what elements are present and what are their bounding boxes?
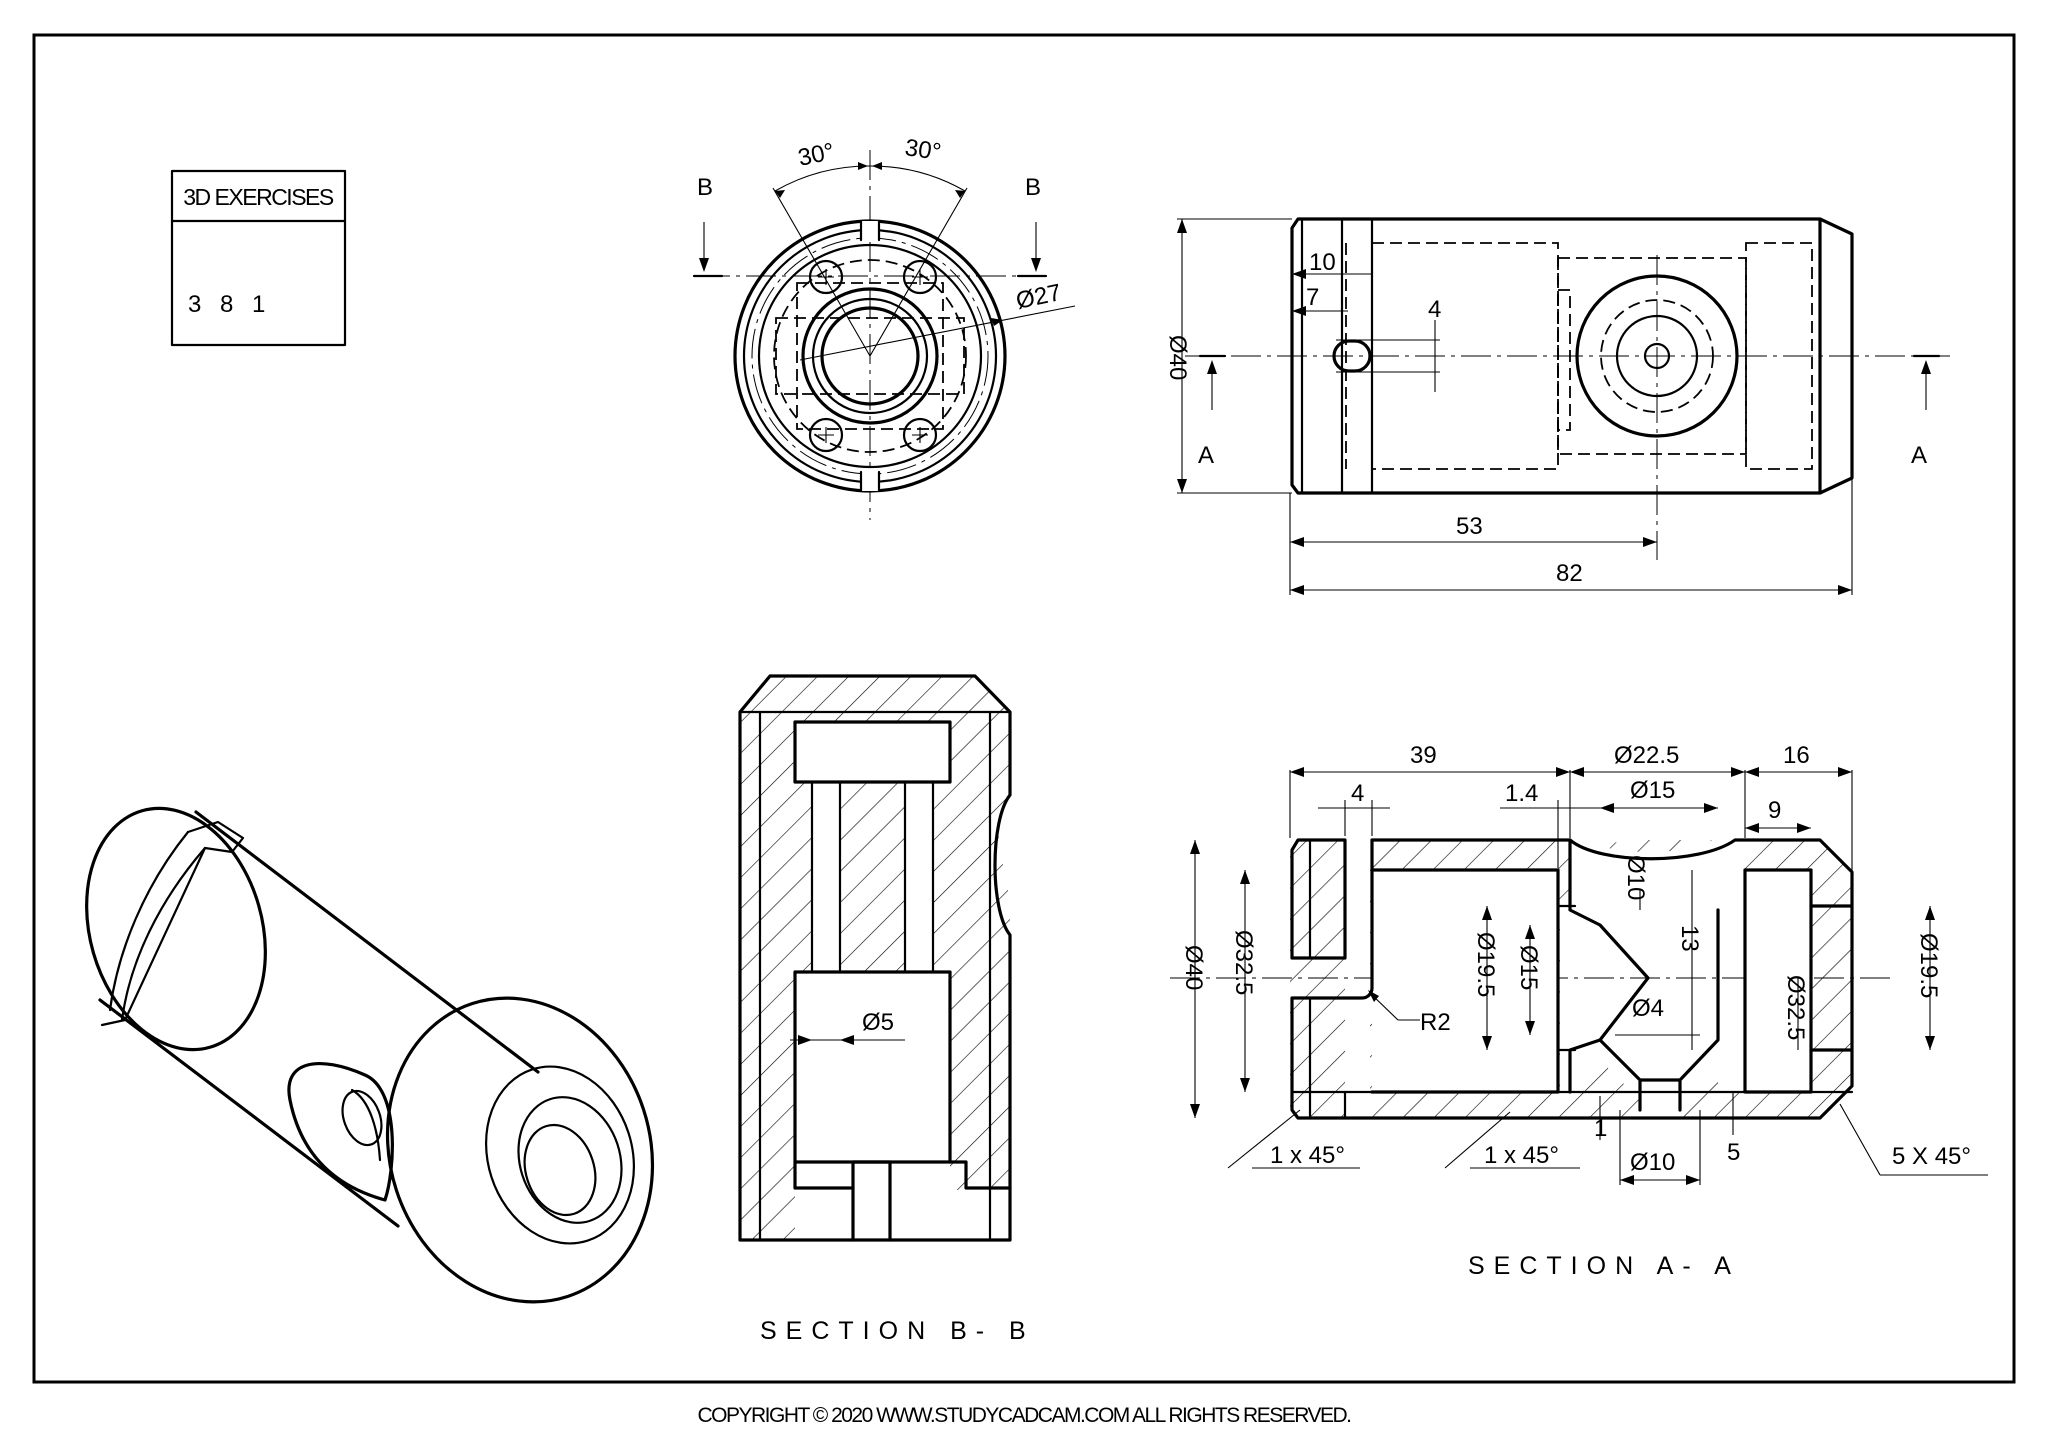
section-a-a: 39 Ø22.5 16 4 1.4 Ø15 9 Ø40 Ø32.5 Ø19.5 … xyxy=(1170,742,1988,1280)
section-b-b: Ø5 SECTION B- B xyxy=(738,674,1035,1345)
dim-dia15-top: Ø15 xyxy=(1630,777,1675,804)
dim-13: 13 xyxy=(1676,925,1703,952)
section-b-mark-right: B xyxy=(1025,174,1041,201)
side-view: 10 7 4 Ø40 53 82 A A xyxy=(1164,217,1950,595)
title-block-number: 3 8 1 xyxy=(188,291,271,318)
dim-1-4: 1.4 xyxy=(1505,780,1538,807)
dim-chamfer-3: 5 X 45° xyxy=(1892,1143,1971,1170)
dim-dia4: Ø4 xyxy=(1632,995,1664,1022)
dim-dia10-vertical: Ø10 xyxy=(1622,855,1649,900)
angle-right-label: 30° xyxy=(903,134,943,166)
copyright-footer: COPYRIGHT © 2020 WWW.STUDYCADCAM.COM ALL… xyxy=(697,1404,1350,1427)
dim-dia19-5-right: Ø19.5 xyxy=(1915,933,1942,998)
title-block-heading: 3D EXERCISES xyxy=(183,184,334,210)
section-a-mark-left: A xyxy=(1198,442,1214,469)
dim-dia5: Ø5 xyxy=(862,1009,894,1036)
dim-10-side: 10 xyxy=(1309,249,1336,276)
dim-chamfer-2: 1 x 45° xyxy=(1484,1142,1559,1169)
dim-39: 39 xyxy=(1410,742,1437,769)
front-view-holes xyxy=(808,259,938,453)
dim-dia40-side: Ø40 xyxy=(1164,335,1191,380)
front-end-view: 30° 30° Ø27 B B xyxy=(692,134,1076,520)
section-a-mark-right: A xyxy=(1911,442,1927,469)
section-a-a-caption: SECTION A- A xyxy=(1468,1252,1740,1280)
dim-1-bottom: 1 xyxy=(1594,1115,1607,1142)
dim-dia32-5-left: Ø32.5 xyxy=(1230,930,1257,995)
title-block: 3D EXERCISES 3 8 1 xyxy=(170,169,347,347)
dim-53-side: 53 xyxy=(1456,513,1483,540)
section-b-b-caption: SECTION B- B xyxy=(760,1317,1035,1345)
dim-9: 9 xyxy=(1768,797,1781,824)
dim-dia10-bottom: Ø10 xyxy=(1630,1149,1675,1176)
dim-82-side: 82 xyxy=(1556,560,1583,587)
angle-left-label: 30° xyxy=(796,138,837,172)
dim-dia15-vertical: Ø15 xyxy=(1515,945,1542,990)
isometric-view xyxy=(85,806,655,1304)
dim-4-side: 4 xyxy=(1428,296,1441,323)
dim-5-bottom: 5 xyxy=(1727,1139,1740,1166)
section-b-mark-left: B xyxy=(697,174,713,201)
dim-16: 16 xyxy=(1783,742,1810,769)
dim-dia40-section: Ø40 xyxy=(1180,945,1207,990)
sheet-border xyxy=(32,33,2016,1384)
dim-dia19-5-left: Ø19.5 xyxy=(1472,932,1499,997)
dim-dia32-5-right: Ø32.5 xyxy=(1782,975,1809,1040)
dim-r2: R2 xyxy=(1420,1009,1451,1036)
dim-dia22-5: Ø22.5 xyxy=(1614,742,1679,769)
dim-7-side: 7 xyxy=(1306,284,1319,311)
dim-4-section: 4 xyxy=(1351,780,1364,807)
dim-chamfer-1: 1 x 45° xyxy=(1270,1142,1345,1169)
